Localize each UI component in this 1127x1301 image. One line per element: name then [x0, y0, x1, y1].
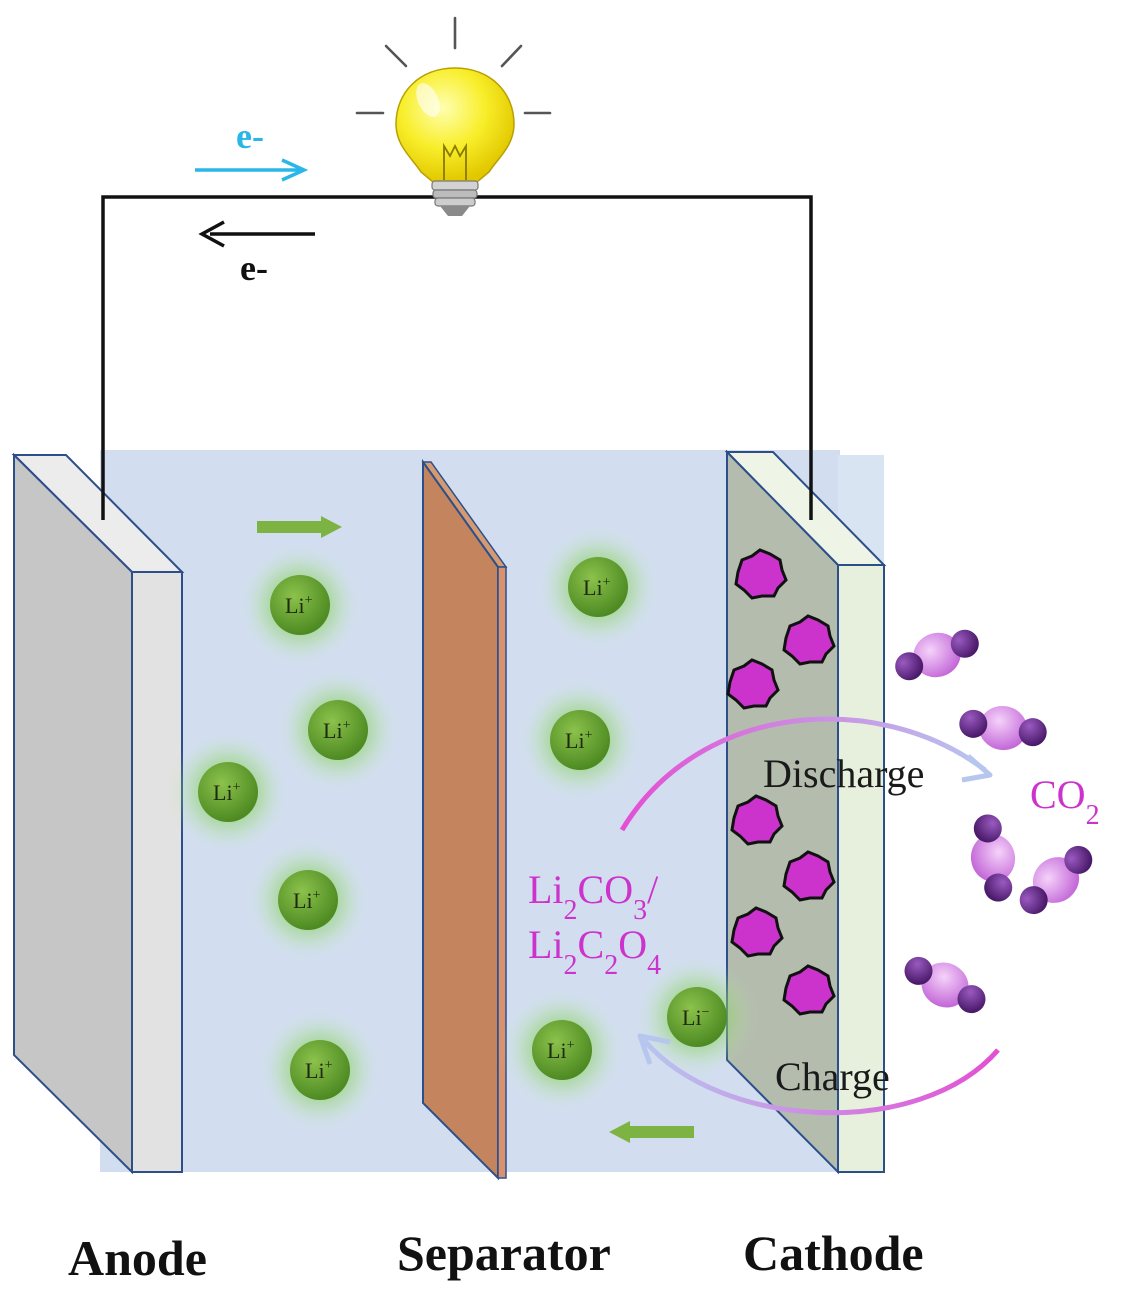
charge-arc	[637, 1033, 1000, 1116]
ion-sphere	[667, 987, 727, 1047]
product-particle	[782, 964, 836, 1016]
cathode-label: Cathode	[743, 1225, 924, 1281]
svg-text:Li2CO3/: Li2CO3/	[528, 867, 659, 926]
oxygen-atom	[1019, 886, 1048, 915]
li-ion: Li+	[542, 531, 654, 643]
co2-label: CO2	[1030, 772, 1100, 831]
product-particle	[734, 548, 788, 600]
li-ion: Li+	[506, 994, 618, 1106]
co2-molecules	[895, 629, 1093, 1014]
svg-text:Li2C2O4: Li2C2O4	[528, 922, 661, 981]
ion-sphere	[278, 870, 338, 930]
ion-flow-arrow-left	[609, 1121, 694, 1143]
oxygen-atom	[957, 985, 986, 1014]
oxygen-atom	[904, 956, 933, 985]
oxygen-atom	[895, 652, 924, 681]
oxygen-atom	[984, 873, 1013, 902]
carbon-atom	[913, 632, 961, 678]
ion-sphere	[550, 710, 610, 770]
oxygen-atom	[1018, 718, 1047, 747]
li-ion: Li+	[282, 674, 394, 786]
discharge-arc	[619, 716, 993, 832]
ion-sphere	[270, 575, 330, 635]
product-particle	[730, 906, 784, 958]
co2-molecule	[959, 705, 1047, 751]
discharge-products	[726, 548, 836, 1016]
oxygen-atom	[973, 814, 1002, 843]
lithium-ions: Li+Li+Li+Li+Li+Li+Li+Li−Li+	[172, 531, 753, 1126]
product-formula-label: Li2CO3/ Li2C2O4	[528, 867, 661, 981]
li-ion: Li−	[641, 961, 753, 1073]
electron-flow-charge: e-	[198, 220, 315, 288]
oxygen-atom	[959, 709, 988, 738]
oxygen-atom	[1064, 845, 1093, 874]
co2-molecule	[1019, 845, 1093, 915]
separator-label: Separator	[397, 1225, 611, 1281]
electron-label-top: e-	[236, 116, 264, 156]
carbon-atom	[970, 834, 1016, 882]
co2-molecule	[904, 956, 986, 1014]
anode	[11, 452, 185, 1175]
charge-label: Charge	[775, 1054, 890, 1099]
li-ion: Li+	[172, 736, 284, 848]
carbon-atom	[921, 962, 969, 1008]
li-ion: Li+	[524, 684, 636, 796]
light-bulb-icon	[355, 16, 552, 216]
ion-sphere	[290, 1040, 350, 1100]
product-particle	[726, 658, 780, 710]
product-particle	[730, 794, 784, 846]
anode-label: Anode	[68, 1230, 207, 1286]
oxygen-atom	[950, 629, 979, 658]
product-particle	[782, 850, 836, 902]
discharge-label: Discharge	[763, 751, 924, 796]
product-particle	[782, 614, 836, 666]
svg-text:CO2: CO2	[1030, 772, 1100, 831]
separator	[421, 458, 508, 1181]
li-ion: Li+	[244, 549, 356, 661]
carbon-atom	[979, 705, 1027, 751]
co2-molecule	[970, 814, 1016, 902]
li-ion: Li+	[252, 844, 364, 956]
electron-label-bottom: e-	[240, 248, 268, 288]
co2-molecule	[895, 629, 979, 681]
ion-sphere	[198, 762, 258, 822]
ion-sphere	[532, 1020, 592, 1080]
ion-sphere	[308, 700, 368, 760]
li-ion: Li+	[264, 1014, 376, 1126]
ion-sphere	[568, 557, 628, 617]
electron-flow-discharge: e-	[195, 116, 309, 182]
ion-flow-arrow-right	[257, 516, 342, 538]
